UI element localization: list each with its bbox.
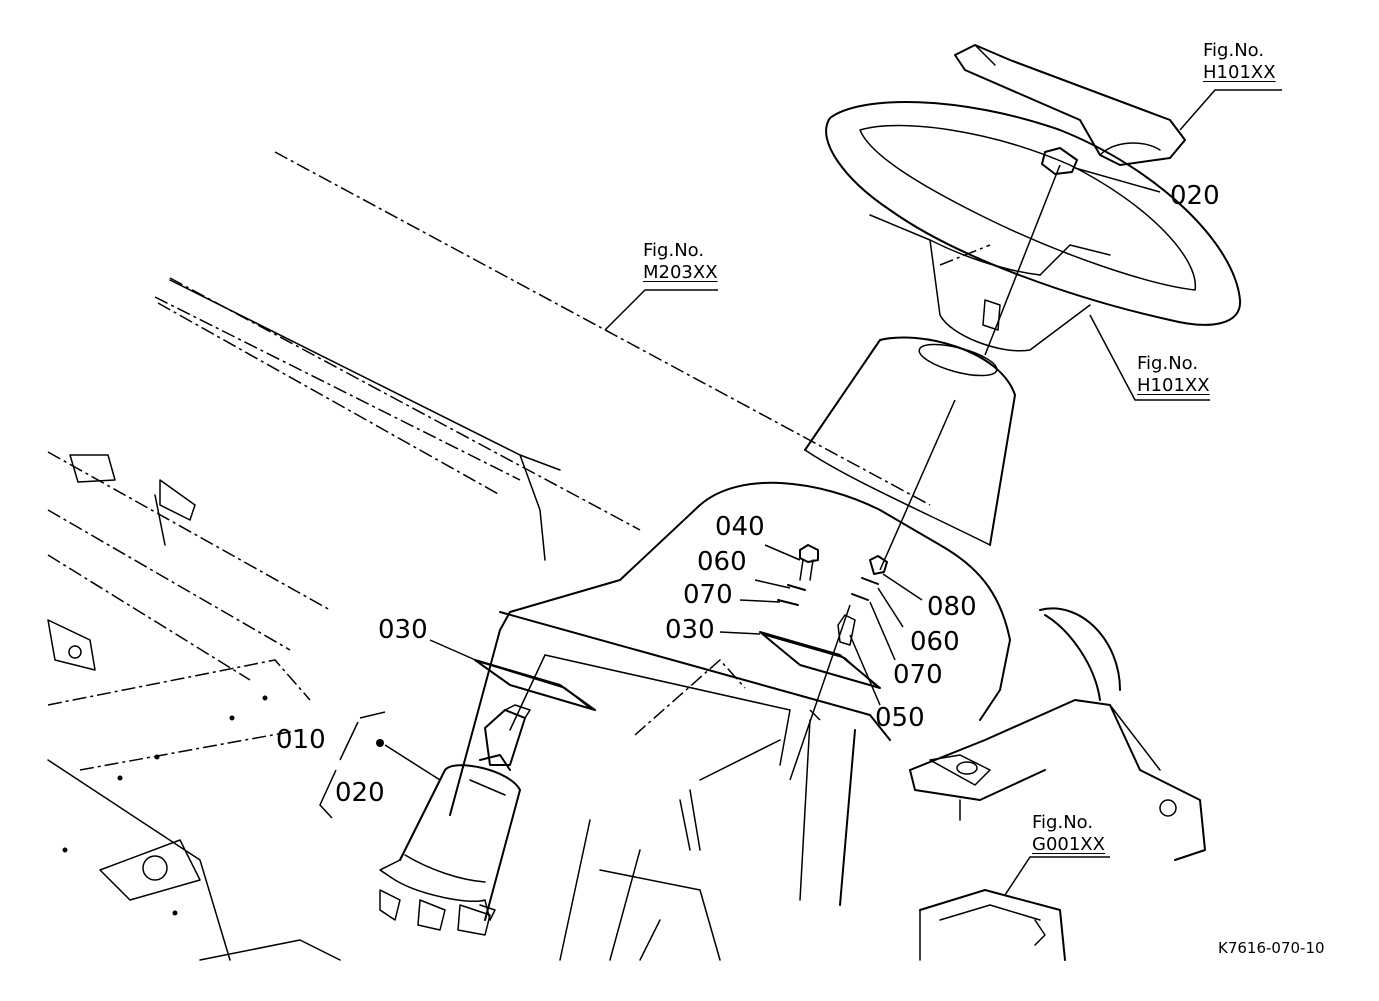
- lower-right-box: [919, 889, 1066, 961]
- callout-060-left: 060: [697, 547, 747, 577]
- chassis-frame: [47, 454, 341, 961]
- fig-no-label: Fig.No.: [1137, 353, 1199, 374]
- callout-050: 050: [875, 703, 925, 733]
- callout-030-left: 030: [378, 615, 428, 645]
- callout-010: 010: [276, 725, 326, 755]
- callout-040: 040: [715, 512, 765, 542]
- fig-id: M203XX: [643, 262, 718, 283]
- dash-housing: [449, 481, 1011, 961]
- fasteners: [777, 544, 888, 646]
- callout-dot: [376, 739, 384, 747]
- fig-no-label: Fig.No.: [1203, 40, 1265, 61]
- fig-id: H101XX: [1137, 375, 1210, 396]
- fig-ref-bottom-right: Fig.No. G001XX: [1032, 812, 1105, 856]
- callout-070-right: 070: [893, 660, 943, 690]
- fig-id: H101XX: [1203, 62, 1276, 83]
- drawing-code: K7616-070-10: [1218, 939, 1325, 957]
- hood-panel-lines: [47, 151, 931, 681]
- callout-030-mid: 030: [665, 615, 715, 645]
- steering-nut: [1041, 147, 1078, 175]
- callout-070-left: 070: [683, 580, 733, 610]
- fig-id: G001XX: [1032, 834, 1105, 855]
- callout-060-right: 060: [910, 627, 960, 657]
- steering-unit: [379, 704, 531, 936]
- callout-080: 080: [927, 592, 977, 622]
- support-bracket: [909, 607, 1206, 861]
- fig-no-label: Fig.No.: [1032, 812, 1094, 833]
- column-cover: [804, 336, 1016, 546]
- fig-no-label: Fig.No.: [643, 240, 705, 261]
- fig-ref-center: Fig.No. M203XX: [643, 240, 718, 284]
- gaskets: [474, 631, 881, 711]
- shaft-axis: [789, 164, 1061, 781]
- steering-cover: [954, 44, 1186, 166]
- fig-ref-top-right: Fig.No. H101XX: [1203, 40, 1276, 84]
- callout-020-top: 020: [1170, 181, 1220, 211]
- callout-020-bottom: 020: [335, 778, 385, 808]
- leader-lines: [319, 89, 1282, 896]
- fig-ref-right: Fig.No. H101XX: [1137, 353, 1210, 397]
- steering-wheel: [825, 101, 1242, 352]
